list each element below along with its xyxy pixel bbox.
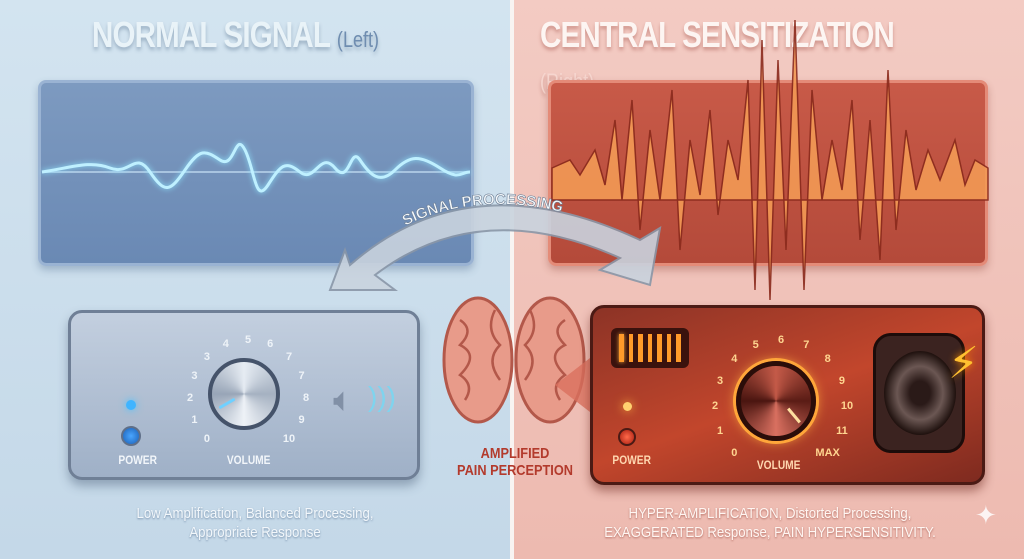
- dial-number: 10: [282, 433, 296, 445]
- dial-number: 2: [186, 392, 194, 404]
- dial-number: 4: [222, 338, 229, 351]
- power-button[interactable]: [121, 426, 141, 446]
- dial-number: 6: [267, 338, 274, 351]
- dial-number: 11: [836, 425, 848, 438]
- power-button[interactable]: [618, 428, 636, 446]
- knob-indicator: [787, 407, 801, 424]
- knob-indicator: [218, 397, 236, 410]
- central-sensitization-title: CENTRAL SENSITIZATION (Right): [540, 14, 937, 98]
- dial-number: 1: [716, 425, 724, 438]
- dial-number: 0: [731, 446, 738, 459]
- power-led: [623, 402, 632, 411]
- dial-number: 5: [752, 339, 759, 352]
- sensitized-caption: HYPER-AMPLIFICATION, Distorted Processin…: [559, 504, 981, 542]
- pain-label-line1: AMPLIFIED: [480, 445, 550, 462]
- power-label: POWER: [118, 453, 157, 467]
- brain-icon: [442, 296, 586, 424]
- dial-number: MAX: [815, 446, 840, 459]
- power-label: POWER: [612, 453, 651, 467]
- pain-label-line2: PAIN PERCEPTION: [457, 462, 573, 479]
- normal-signal-title: NORMAL SIGNAL (Left): [92, 14, 379, 56]
- dial-number: 2: [711, 400, 719, 412]
- title-text: CENTRAL SENSITIZATION: [540, 14, 895, 55]
- vu-meter: [611, 328, 689, 368]
- dial-number: 10: [840, 400, 854, 412]
- dial-number: 1: [191, 414, 198, 427]
- caption-line1: HYPER-AMPLIFICATION, Distorted Processin…: [628, 505, 912, 522]
- sound-waves-icon: ))): [368, 381, 396, 412]
- caption-line2: EXAGGERATED Response, PAIN HYPERSENSITIV…: [604, 524, 936, 541]
- normal-caption: Low Amplification, Balanced Processing, A…: [48, 504, 462, 542]
- title-text: NORMAL SIGNAL: [92, 14, 330, 55]
- sparkle-icon: ✦: [975, 500, 997, 530]
- lightning-icon: ⚡︎: [948, 339, 979, 388]
- dial-number: 9: [298, 414, 305, 427]
- dial-number: 0: [203, 433, 211, 445]
- normal-wave: [41, 142, 471, 193]
- dial-number: 7: [285, 350, 293, 363]
- volume-knob[interactable]: [208, 358, 280, 430]
- power-led: [126, 400, 136, 410]
- dial-number: 3: [716, 374, 724, 387]
- volume-knob[interactable]: [736, 361, 816, 441]
- dial-number: 7: [803, 339, 810, 352]
- signal-processing-arrow: [328, 204, 662, 291]
- volume-label: VOLUME: [756, 458, 801, 472]
- divider: [510, 0, 514, 559]
- dial-number: 7: [298, 369, 305, 382]
- dial-number: 4: [731, 353, 738, 366]
- dial-number: 3: [203, 350, 211, 363]
- speaker-icon: 🔈︎: [333, 381, 354, 419]
- dial-number: 5: [244, 334, 252, 346]
- sensitized-wave: [551, 19, 989, 301]
- speaker-icon: [873, 333, 965, 453]
- caption-line1: Low Amplification, Balanced Processing,: [136, 505, 374, 522]
- title-suffix: (Left): [336, 27, 380, 52]
- dial-number: 9: [838, 374, 846, 387]
- volume-label: VOLUME: [226, 453, 271, 467]
- dial-number: 8: [302, 392, 310, 404]
- dial-number: 8: [824, 353, 831, 366]
- dial-number: 3: [191, 369, 198, 382]
- dial-number: 6: [777, 334, 785, 346]
- caption-line2: Appropriate Response: [189, 524, 321, 541]
